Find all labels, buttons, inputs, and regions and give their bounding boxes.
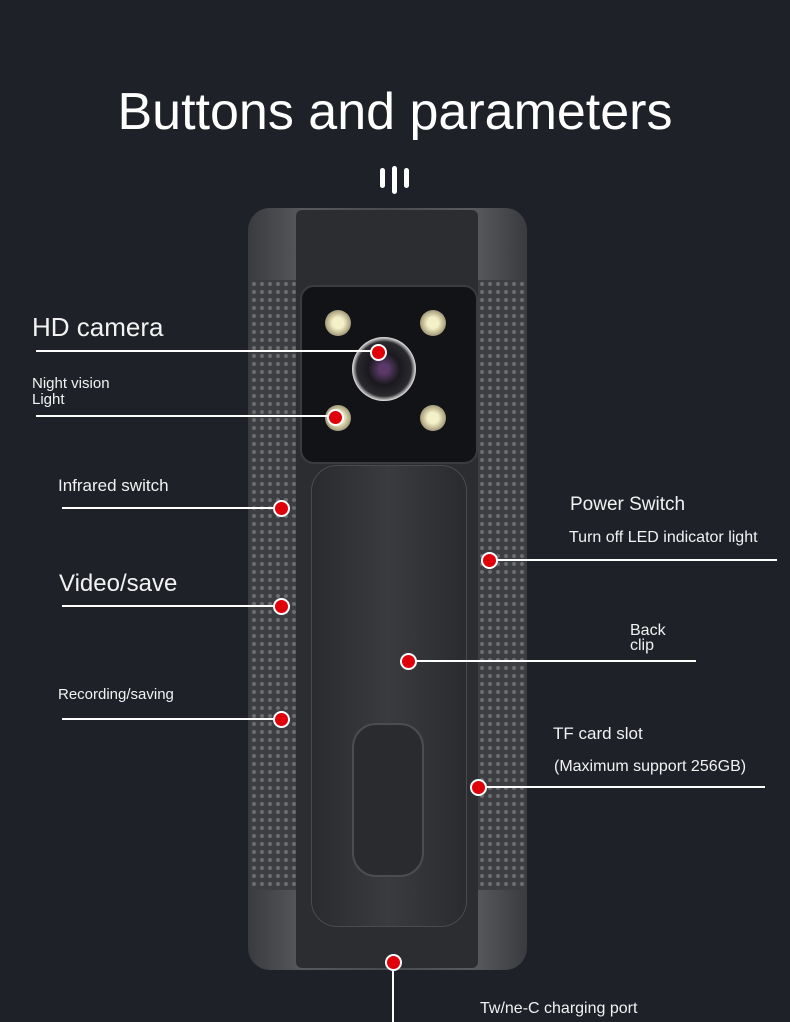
marker-dot bbox=[370, 344, 387, 361]
marker-dot bbox=[273, 598, 290, 615]
marker-dot bbox=[481, 552, 498, 569]
label-power-switch-sub: Turn off LED indicator light bbox=[569, 529, 758, 546]
label-video-save: Video/save bbox=[59, 570, 178, 597]
marker-dot bbox=[327, 409, 344, 426]
label-tf-card-sub: (Maximum support 256GB) bbox=[554, 758, 747, 775]
marker-dot bbox=[400, 653, 417, 670]
clip-slot bbox=[352, 723, 424, 877]
marker-dot bbox=[385, 954, 402, 971]
leader-line bbox=[392, 962, 394, 1022]
leader-line bbox=[408, 660, 696, 662]
page-title: Buttons and parameters bbox=[117, 83, 673, 141]
leader-line bbox=[62, 605, 280, 607]
label-infrared-switch: Infrared switch bbox=[58, 476, 169, 495]
leader-line bbox=[478, 786, 765, 788]
label-recording-saving: Recording/saving bbox=[58, 686, 174, 703]
label-night-vision-light: Light bbox=[32, 391, 65, 408]
leader-line bbox=[36, 415, 334, 417]
ir-led-icon bbox=[420, 310, 446, 336]
ir-led-icon bbox=[420, 405, 446, 431]
label-clip: clip bbox=[630, 637, 655, 654]
marker-dot bbox=[273, 500, 290, 517]
leader-line bbox=[62, 507, 280, 509]
ir-led-icon bbox=[325, 310, 351, 336]
leader-line bbox=[490, 559, 777, 561]
label-power-switch: Power Switch bbox=[570, 494, 686, 515]
left-grip bbox=[250, 280, 298, 890]
leader-line bbox=[62, 718, 280, 720]
label-charging-port: Tw/ne-C charging port bbox=[480, 1000, 638, 1017]
label-back: Back bbox=[630, 622, 666, 639]
marker-dot bbox=[470, 779, 487, 796]
label-hd-camera: HD camera bbox=[32, 312, 164, 342]
label-tf-card-slot: TF card slot bbox=[553, 724, 643, 743]
label-night-vision: Night vision bbox=[32, 375, 110, 392]
divider-icon bbox=[380, 164, 412, 194]
leader-line bbox=[36, 350, 376, 352]
right-grip bbox=[478, 280, 526, 890]
marker-dot bbox=[273, 711, 290, 728]
